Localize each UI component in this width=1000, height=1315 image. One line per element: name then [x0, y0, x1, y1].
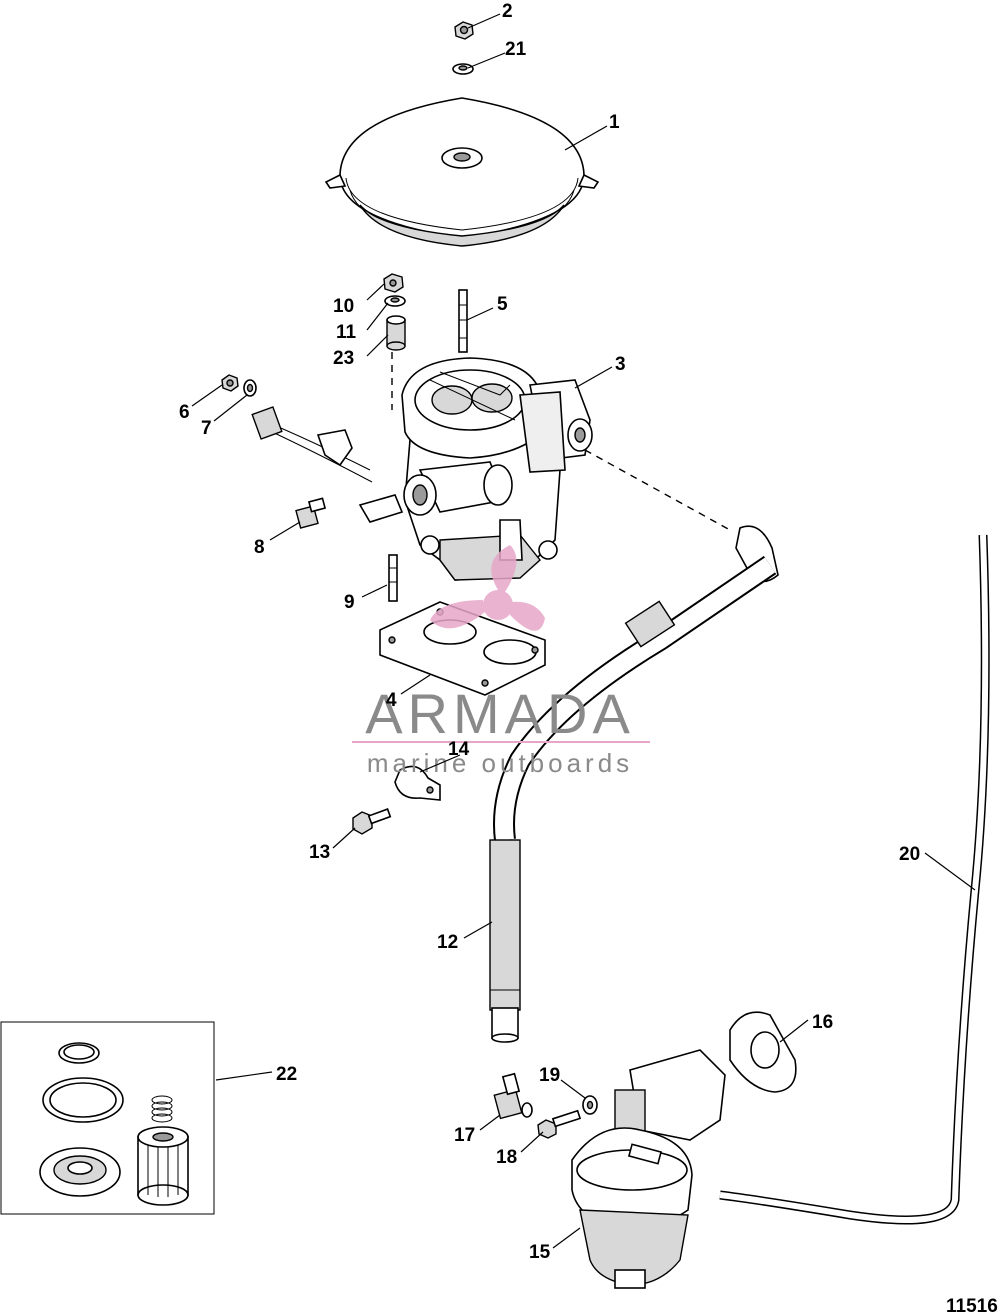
part-carburetor	[251, 357, 593, 581]
callout-23: 23	[333, 348, 354, 369]
watermark-tagline: marine outboards	[367, 748, 633, 778]
part-elbow-fitting-8	[295, 497, 327, 529]
callout-18: 18	[496, 1147, 517, 1168]
part-washer-top	[452, 63, 474, 75]
part-air-cleaner-cover	[324, 97, 600, 247]
figure-number: 11516	[946, 1296, 998, 1315]
part-stud-5	[458, 289, 468, 353]
callout-13: 13	[309, 842, 330, 863]
part-nut-10	[383, 273, 404, 293]
callout-9: 9	[344, 592, 355, 613]
callout-19: 19	[539, 1065, 560, 1086]
callout-7: 7	[201, 418, 212, 439]
part-pump-gasket-16	[729, 1011, 797, 1093]
part-gasket-4	[379, 601, 546, 696]
callout-21: 21	[505, 39, 527, 60]
callout-8: 8	[254, 537, 265, 558]
callout-16: 16	[812, 1012, 833, 1033]
part-stud-9	[388, 554, 398, 602]
part-fitting-17	[493, 1072, 533, 1120]
propeller-logo-icon	[430, 545, 545, 631]
callout-12: 12	[437, 932, 458, 953]
part-screw-13	[352, 808, 392, 835]
part-fuel-pump-15	[571, 1049, 726, 1289]
callout-22: 22	[276, 1064, 297, 1085]
callouts: 1 2 3 4 5 6 7 8 9 10 11 12 13 14 15 16 1…	[179, 1, 920, 1263]
callout-5: 5	[497, 294, 508, 315]
callout-10: 10	[333, 296, 354, 317]
filter-kit-inset	[0, 1021, 215, 1215]
part-washer-19	[582, 1095, 598, 1115]
leader-lines	[191, 13, 976, 1249]
callout-4: 4	[386, 690, 397, 711]
part-nut-top	[454, 21, 474, 40]
callout-11: 11	[336, 322, 357, 343]
part-bolt-18	[537, 1109, 582, 1139]
part-vent-hose-20	[719, 534, 990, 1225]
part-nut-6	[221, 374, 239, 392]
part-washer-11	[384, 295, 406, 307]
part-clamp-14	[394, 765, 441, 801]
callout-14: 14	[448, 739, 470, 760]
part-fuel-line-12	[489, 525, 779, 1043]
callout-15: 15	[529, 1242, 551, 1263]
callout-2: 2	[502, 1, 513, 22]
watermark-brand: ARMADA	[365, 682, 635, 745]
part-washer-7	[243, 379, 257, 397]
watermark: ARMADA marine outboards	[352, 545, 650, 778]
callout-3: 3	[615, 354, 626, 375]
part-spacer-23	[386, 315, 406, 351]
callout-6: 6	[179, 402, 190, 423]
callout-1: 1	[609, 112, 620, 133]
filter-spring	[151, 1095, 173, 1123]
filter-element	[137, 1126, 189, 1206]
callout-20: 20	[899, 844, 920, 865]
callout-17: 17	[454, 1125, 475, 1146]
